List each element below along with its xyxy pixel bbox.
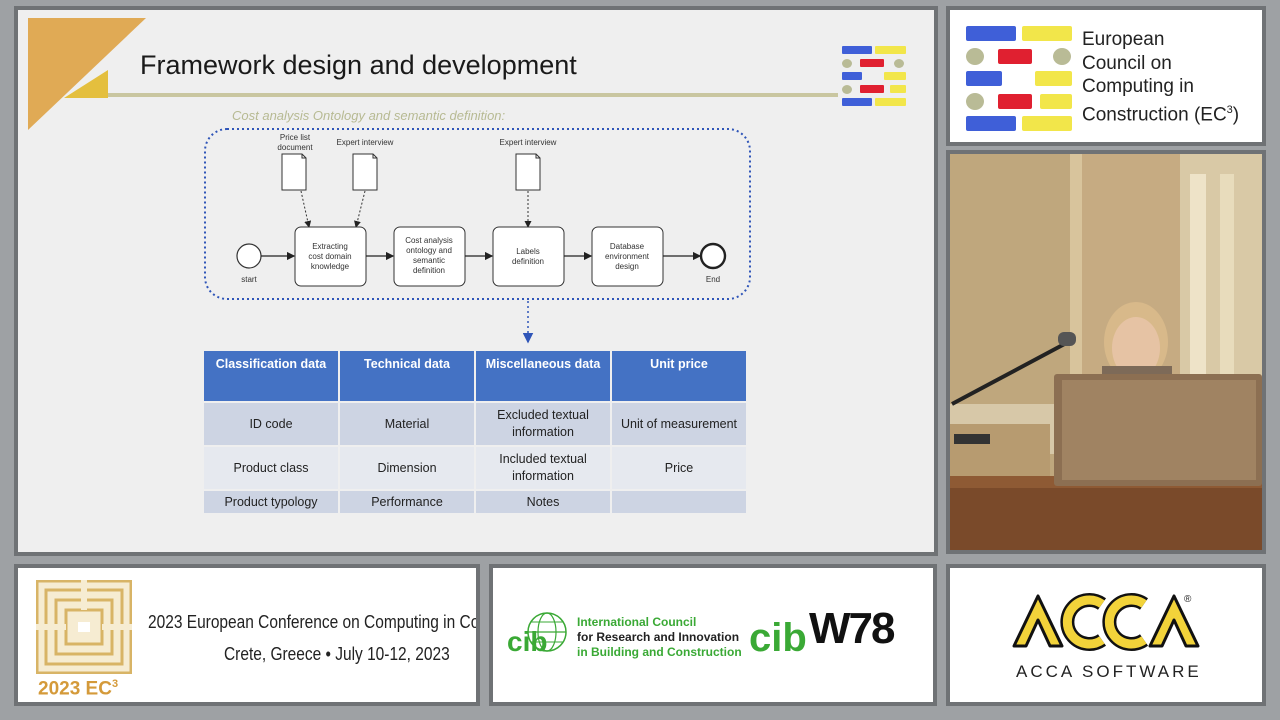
cib-globe-icon	[527, 612, 567, 652]
ontology-caption: Cost analysis Ontology and semantic defi…	[232, 108, 506, 123]
table-cell: Unit of measurement	[611, 401, 748, 446]
ec3-logo-panel: European Council on Computing in Constru…	[946, 6, 1266, 146]
expert-interview-document-icon	[352, 153, 378, 191]
table-row: ID code Material Excluded textual inform…	[204, 401, 748, 446]
start-label: start	[241, 275, 257, 284]
conference-location: Crete, Greece • July 10-12, 2023	[224, 644, 450, 664]
table-cell: Notes	[475, 489, 612, 513]
table-cell: Dimension	[339, 445, 476, 490]
table-cell: Price	[611, 445, 748, 490]
table-header: Classification data	[204, 351, 340, 402]
table-cell: Product class	[204, 445, 340, 490]
speaker-video	[946, 150, 1266, 554]
presentation-slide: Framework design and development Cost an…	[14, 6, 938, 556]
process-text: environment	[605, 252, 650, 261]
process-text: cost domain	[308, 252, 351, 261]
cib-line-1: International Council	[577, 615, 697, 629]
registered-mark: ®	[1184, 594, 1192, 605]
table-cell: Product typology	[204, 489, 340, 513]
process-text: semantic	[413, 256, 445, 265]
process-text: Extracting	[312, 242, 348, 251]
table-cell: Performance	[339, 489, 476, 513]
ec3-2023-logo-text: 2023 EC	[38, 678, 112, 700]
conference-title: 2023 European Conference on Computing in…	[148, 612, 480, 632]
cib-line-2: for Research and Innovation	[577, 630, 740, 644]
table-cell: Excluded textual information	[475, 401, 612, 446]
process-text: Database	[610, 242, 645, 251]
table-row: Product typology Performance Notes	[204, 489, 748, 513]
acca-logo-icon	[1012, 593, 1200, 651]
process-text: ontology and	[406, 246, 452, 255]
process-text: design	[615, 262, 639, 271]
slide-title: Framework design and development	[140, 50, 577, 80]
table-cell	[611, 489, 748, 513]
table-cell: ID code	[204, 401, 340, 446]
conference-banner: 2023 EC3 2023 European Conference on Com…	[14, 564, 480, 706]
table-header: Unit price	[611, 351, 748, 402]
process-text: definition	[512, 257, 544, 266]
end-event-icon	[699, 242, 727, 270]
doc-label-price-list-2: document	[277, 143, 313, 152]
table-row: Product class Dimension Included textual…	[204, 445, 748, 490]
cib-line-3: in Building and Construction	[577, 645, 742, 659]
end-label: End	[706, 275, 720, 284]
table-header: Technical data	[339, 351, 476, 402]
process-text: Labels	[516, 247, 540, 256]
cost-data-table: Classification data Technical data Misce…	[204, 351, 748, 513]
ec3-2023-logo: 2023 EC3	[34, 580, 134, 700]
price-list-document-icon	[281, 153, 307, 191]
process-text: Cost analysis	[405, 236, 453, 245]
table-cell: Included textual information	[475, 445, 612, 490]
process-text: definition	[413, 266, 445, 275]
cib-banner: cib International Council for Research a…	[489, 564, 937, 706]
doc-label-expert-1: Expert interview	[337, 138, 394, 147]
process-text: knowledge	[311, 262, 350, 271]
table-header: Miscellaneous data	[475, 351, 612, 402]
cib-mark: cib	[507, 626, 548, 657]
w78-mark: W78	[809, 604, 895, 653]
process-diagram: Price list document Expert interview Exp…	[204, 128, 751, 344]
ec3-name: European Council on Computing in Constru…	[1082, 29, 1240, 125]
expert-interview-document-icon	[515, 153, 541, 191]
doc-label-price-list-1: Price list	[280, 133, 311, 142]
speaker-video-frame	[950, 154, 1262, 550]
acca-banner: ® ACCA SOFTWARE	[946, 564, 1266, 706]
table-cell: Material	[339, 401, 476, 446]
ec3-mini-logo	[842, 46, 908, 110]
start-event-icon	[236, 243, 262, 269]
title-underline	[108, 93, 838, 97]
acca-software-label: ACCA SOFTWARE	[1016, 662, 1202, 681]
doc-label-expert-2: Expert interview	[500, 138, 557, 147]
cib-w78-mark: cib	[749, 616, 807, 660]
yellow-corner-triangle	[64, 70, 108, 98]
dotted-group-frame	[204, 128, 751, 300]
labyrinth-icon	[36, 580, 132, 674]
